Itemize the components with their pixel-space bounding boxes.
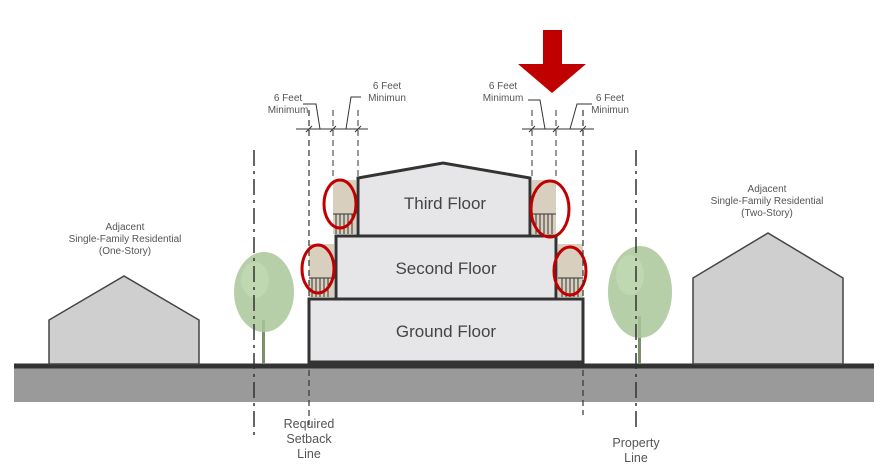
- neighbor-house-right: [692, 232, 844, 365]
- tree-icon: [608, 246, 672, 364]
- leader-line: [345, 96, 361, 130]
- leader-line: [303, 103, 321, 130]
- setback-dimension-label-right-inner: 6 Feet Minimum: [482, 81, 524, 104]
- highlight-circle: [322, 178, 358, 230]
- ground-floor-label: Ground Floor: [395, 322, 497, 341]
- setback-line-label: Required Setback Line: [283, 417, 335, 461]
- neighbor-right-label: Adjacent Single-Family Residential (Two-…: [710, 184, 824, 219]
- second-floor-label: Second Floor: [395, 259, 497, 278]
- highlight-circle: [552, 245, 588, 297]
- property-line-label: Property Line: [612, 436, 660, 465]
- leader-line: [569, 103, 592, 130]
- neighbor-house-left: [48, 275, 200, 365]
- setback-dimension-label-left-inner: 6 Feet Minimun: [368, 81, 406, 104]
- down-arrow-icon: [518, 30, 586, 93]
- neighbor-left-label: Adjacent Single-Family Residential (One-…: [68, 222, 182, 257]
- leader-line: [528, 99, 546, 130]
- setback-dimension-label-left-outer: 6 Feet Minimum: [267, 93, 309, 116]
- tree-icon: [234, 252, 294, 364]
- ground-strip: [14, 364, 874, 402]
- third-floor-block: [356, 161, 532, 238]
- third-floor-label: Third Floor: [403, 194, 487, 213]
- setback-dimension-label-right-outer: 6 Feet Minimun: [591, 93, 629, 116]
- highlight-circle: [300, 243, 336, 295]
- highlight-circle: [529, 179, 571, 239]
